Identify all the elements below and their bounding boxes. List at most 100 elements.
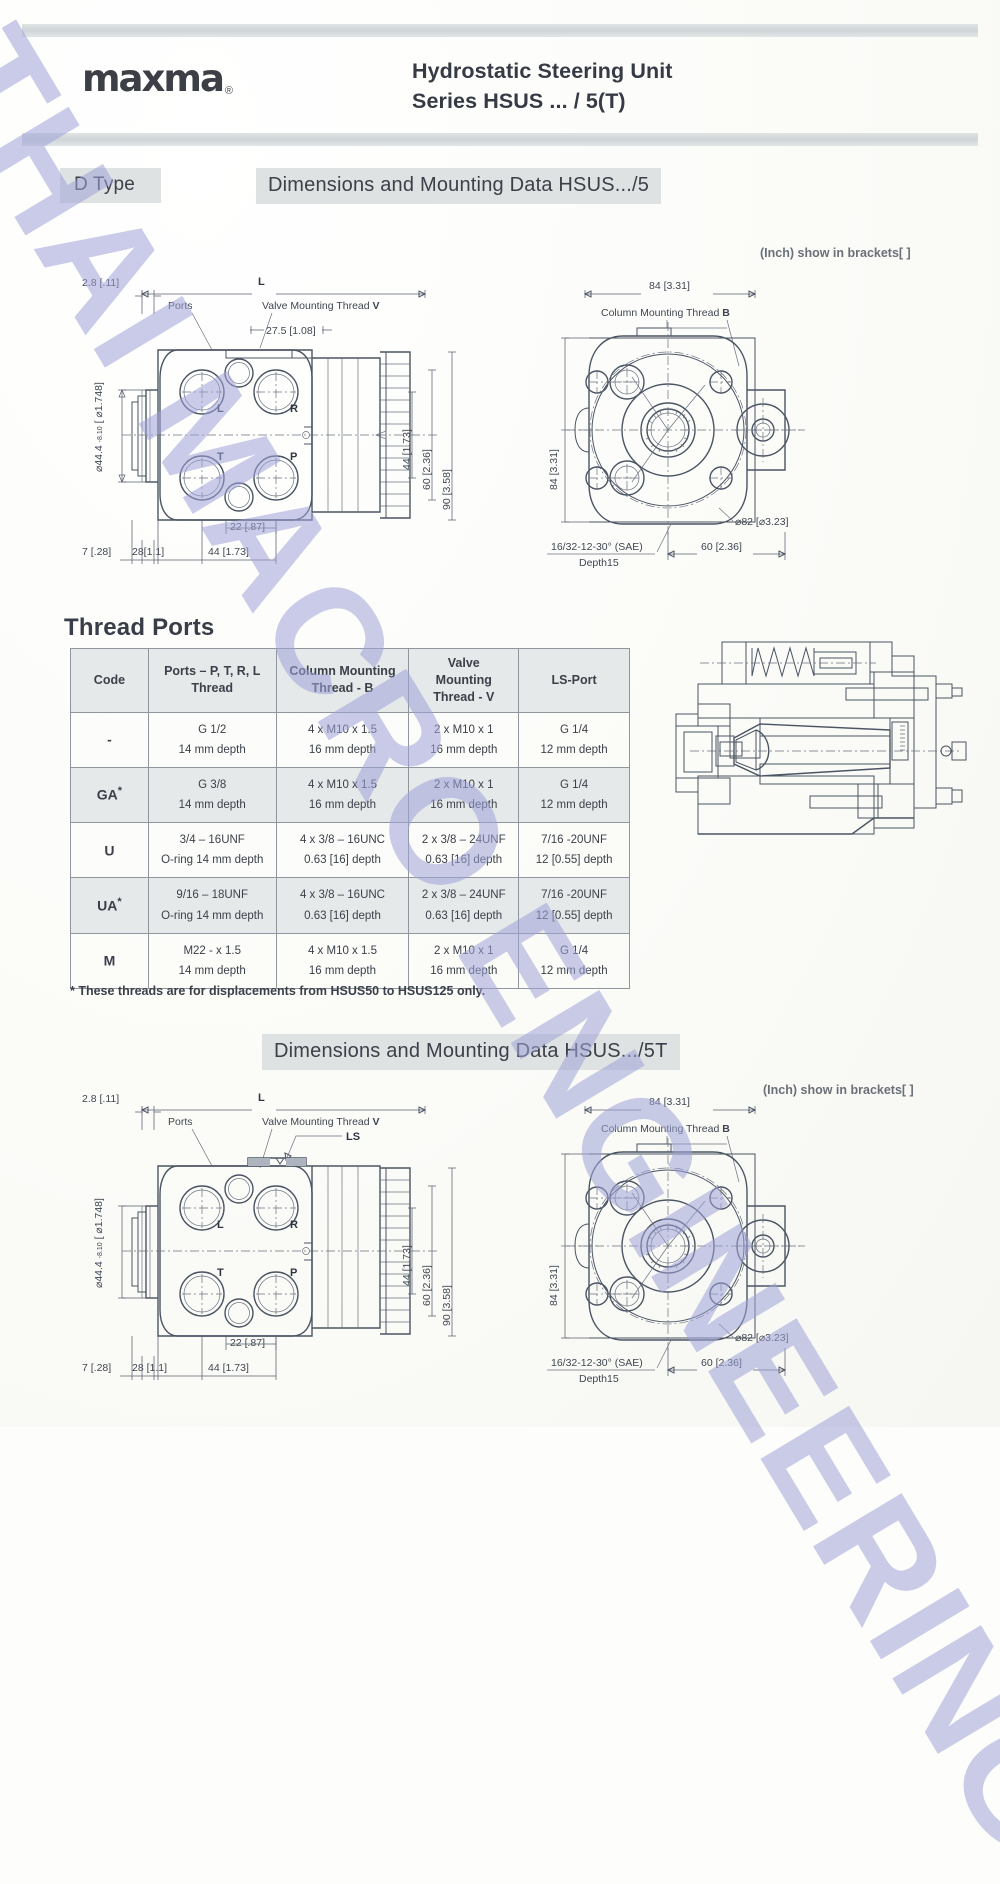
label-column-thread: Column Mounting Thread B xyxy=(601,307,730,319)
dim-90: 90 [3.58] xyxy=(441,1285,453,1326)
dim-diameter-44: ⌀44.4 -8.10 [ ⌀1.748] xyxy=(93,1198,105,1288)
dim-44: 44 [1.73] xyxy=(401,1245,413,1286)
dim-44-bottom: 44 [1.73] xyxy=(208,1362,249,1374)
drawing-face-view-hsus5t: 84 [3.31] Column Mounting Thread B xyxy=(505,1088,905,1388)
dim-84-left: 84 [3.31] xyxy=(548,449,560,490)
port-label-T: T xyxy=(217,1267,224,1279)
document-title-line2: Series HSUS ... / 5(T) xyxy=(412,88,626,113)
table-header-row: Code Ports – P, T, R, L Thread Column Mo… xyxy=(70,648,630,713)
label-ls: LS xyxy=(346,1131,360,1143)
dim-2-8: 2.8 [.11] xyxy=(82,277,119,289)
label-valve-thread: Valve Mounting Thread V xyxy=(262,300,380,312)
port-label-L: L xyxy=(217,403,224,415)
label-column-thread: Column Mounting Thread B xyxy=(601,1123,730,1135)
section-title-hsus5t: Dimensions and Mounting Data HSUS.../5T xyxy=(262,1034,680,1070)
thread-ports-table: Code Ports – P, T, R, L Thread Column Mo… xyxy=(70,648,630,989)
dim-7: 7 [.28] xyxy=(82,546,111,558)
dim-60: 60 [2.36] xyxy=(701,541,742,553)
dim-90: 90 [3.58] xyxy=(441,469,453,510)
label-ports: Ports xyxy=(168,1116,193,1128)
label-ports: Ports xyxy=(168,300,193,312)
col-ls-port: LS-Port xyxy=(518,648,630,713)
type-label: D Type xyxy=(60,168,162,203)
brand-logo: maxma ® xyxy=(82,55,233,97)
dim-60: 60 [2.36] xyxy=(421,1265,433,1306)
header-rule-top xyxy=(22,24,978,37)
dim-7: 7 [.28] xyxy=(82,1362,111,1374)
cutaway-cross-section-illustration xyxy=(660,618,990,858)
label-sae: 16/32-12-30° (SAE) xyxy=(551,1357,643,1369)
dim-27-5: 27.5 [1.08] xyxy=(266,325,316,337)
label-depth: Depth15 xyxy=(579,1373,619,1385)
label-sae: 16/32-12-30° (SAE) xyxy=(551,541,643,553)
col-ports-thread: Ports – P, T, R, L Thread xyxy=(147,648,277,713)
dim-84-left: 84 [3.31] xyxy=(548,1265,560,1306)
inch-note-top: (Inch) show in brackets[ ] xyxy=(760,246,911,260)
port-label-R: R xyxy=(290,1219,298,1231)
dim-L: L xyxy=(258,1092,265,1104)
dim-84-top: 84 [3.31] xyxy=(649,280,690,292)
port-label-L: L xyxy=(217,1219,224,1231)
dim-28: 28[1.1] xyxy=(132,546,164,558)
thread-ports-footnote: * These threads are for displacements fr… xyxy=(70,984,486,998)
brand-name: maxma xyxy=(82,57,225,100)
drawing-side-view-hsus5: 2.8 [.11] L Ports Valve Mounting Thread … xyxy=(80,272,460,572)
dim-60: 60 [2.36] xyxy=(421,449,433,490)
dim-60: 60 [2.36] xyxy=(701,1357,742,1369)
port-label-T: T xyxy=(217,451,224,463)
col-code: Code xyxy=(70,648,149,713)
col-column-mounting: Column Mounting Thread - B xyxy=(275,648,410,713)
dim-22: 22 [.87] xyxy=(230,1337,265,1349)
col-valve-mounting: Valve Mounting Thread - V xyxy=(408,648,520,713)
dim-L: L xyxy=(258,276,265,288)
document-title-line1: Hydrostatic Steering Unit xyxy=(412,59,673,83)
document-title: Hydrostatic Steering Unit Series HSUS ..… xyxy=(412,57,673,116)
dim-2-8: 2.8 [.11] xyxy=(82,1093,119,1105)
drawing-side-view-hsus5t: 2.8 [.11] L Ports Valve Mounting Thread … xyxy=(80,1088,460,1388)
port-label-R: R xyxy=(290,403,298,415)
dim-44: 44 [1.73] xyxy=(401,429,413,470)
cell-code: - xyxy=(70,711,149,768)
dim-82: ⌀82 [⌀3.23] xyxy=(735,1332,789,1344)
cell-code: U xyxy=(70,822,149,879)
dim-22: 22 [.87] xyxy=(230,521,265,533)
cell-code: M xyxy=(70,932,149,989)
drawing-face-view-hsus5: 84 [3.31] Column Mounting Thread B xyxy=(505,272,905,572)
thread-ports-heading: Thread Ports xyxy=(64,614,215,641)
port-label-P: P xyxy=(290,451,297,463)
dim-diameter-44: ⌀44.4 -8.10 [ ⌀1.748] xyxy=(93,382,105,472)
cell-code: GA* xyxy=(70,766,149,824)
section-title-hsus5: Dimensions and Mounting Data HSUS.../5 xyxy=(256,168,662,204)
port-label-P: P xyxy=(290,1267,297,1279)
dim-82: ⌀82 [⌀3.23] xyxy=(735,516,789,528)
cell-code: UA* xyxy=(70,877,149,934)
registered-mark-icon: ® xyxy=(224,85,234,97)
label-valve-thread: Valve Mounting Thread V xyxy=(262,1116,380,1128)
header-rule-bottom xyxy=(22,133,978,146)
dim-28: 28 [1.1] xyxy=(132,1362,167,1374)
dim-84-top: 84 [3.31] xyxy=(649,1096,690,1108)
